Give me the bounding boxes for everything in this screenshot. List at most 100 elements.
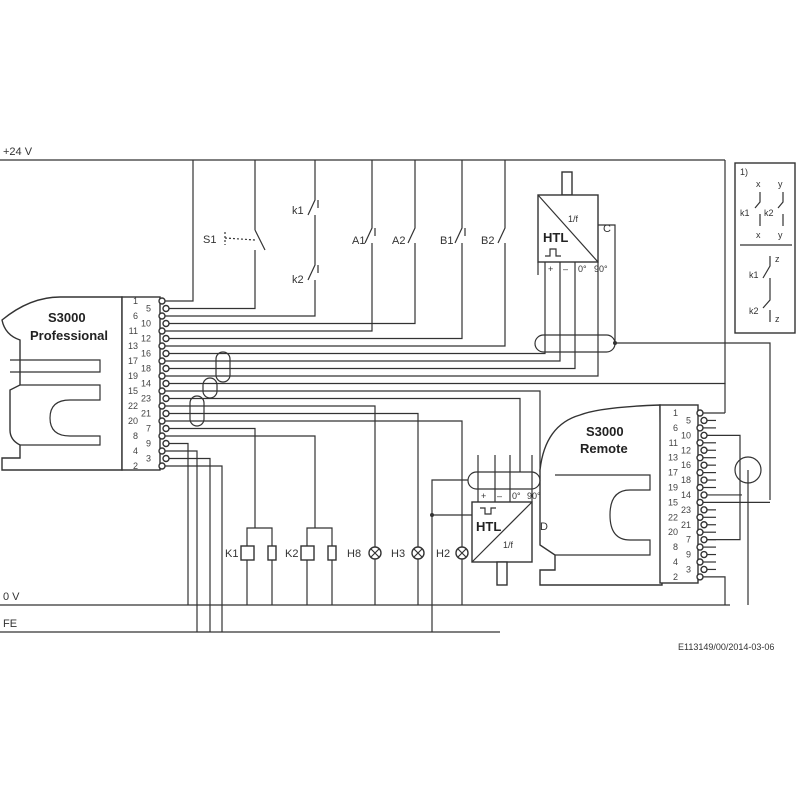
diagonal bbox=[471, 501, 533, 563]
terminal-pin[interactable] bbox=[700, 506, 708, 514]
wire bbox=[707, 434, 741, 541]
terminal-pin[interactable] bbox=[162, 439, 170, 448]
pin-label: 7 bbox=[686, 535, 691, 545]
terminal-strip bbox=[121, 296, 161, 471]
legend-x: x bbox=[756, 179, 761, 189]
pin-label: 14 bbox=[141, 379, 151, 389]
pin-label: 22 bbox=[668, 512, 678, 522]
scanner-right-name: S3000 bbox=[586, 424, 624, 439]
terminal-pin[interactable] bbox=[696, 573, 704, 581]
wire bbox=[165, 350, 599, 377]
pin-label: 4 bbox=[673, 557, 678, 567]
terminal-pin[interactable] bbox=[696, 424, 704, 432]
label-a2: A2 bbox=[392, 235, 405, 247]
wire bbox=[165, 344, 506, 347]
pin-label: 2 bbox=[673, 572, 678, 582]
terminal-pin[interactable] bbox=[700, 431, 708, 440]
pin-label: 21 bbox=[681, 520, 691, 530]
terminal-pin[interactable] bbox=[696, 528, 704, 536]
wire bbox=[169, 350, 546, 355]
terminal-pin[interactable] bbox=[158, 462, 166, 470]
terminal-pin[interactable] bbox=[158, 312, 166, 320]
switch-a2 bbox=[407, 160, 416, 322]
label-s1: S1 bbox=[203, 234, 216, 246]
terminal-pin[interactable] bbox=[696, 439, 704, 447]
legend-z2: z bbox=[775, 314, 780, 324]
terminal-pin[interactable] bbox=[158, 387, 166, 395]
label-b1: B1 bbox=[440, 235, 453, 247]
terminal-pin[interactable] bbox=[158, 357, 166, 365]
terminal-pin[interactable] bbox=[700, 550, 708, 559]
label-h8: H8 bbox=[347, 548, 361, 560]
terminal-pin[interactable] bbox=[700, 491, 708, 499]
pin-label: 13 bbox=[668, 453, 678, 463]
terminal-pin[interactable] bbox=[162, 349, 170, 358]
terminal-plus: + bbox=[481, 491, 486, 501]
document-id: E113149/00/2014-03-06 bbox=[678, 642, 774, 652]
terminal-pin[interactable] bbox=[700, 565, 708, 574]
relay-coil-k1 bbox=[240, 545, 255, 561]
pin-label: 15 bbox=[128, 386, 138, 396]
terminal-pin[interactable] bbox=[158, 417, 166, 425]
terminal-pin[interactable] bbox=[162, 424, 170, 433]
label-h3: H3 bbox=[391, 548, 405, 560]
terminal-pin[interactable] bbox=[162, 409, 170, 418]
wire bbox=[165, 315, 316, 317]
switch-s1-actuator bbox=[224, 232, 256, 245]
terminal-pin[interactable] bbox=[696, 543, 704, 551]
legend-k2: k2 bbox=[764, 208, 774, 218]
switch-k1-k2 bbox=[307, 160, 319, 315]
label-k2: k2 bbox=[292, 274, 304, 286]
terminal-pin[interactable] bbox=[162, 454, 170, 463]
relay-wiring bbox=[246, 527, 333, 605]
switch-a1 bbox=[364, 160, 376, 329]
terminal-pin[interactable] bbox=[696, 468, 704, 477]
terminal-pin[interactable] bbox=[700, 461, 708, 469]
pin-label: 3 bbox=[686, 564, 691, 574]
terminal-pin[interactable] bbox=[158, 402, 166, 410]
terminal-pin[interactable] bbox=[696, 558, 704, 566]
terminal-pin[interactable] bbox=[696, 454, 704, 462]
pin-label: 16 bbox=[141, 349, 151, 359]
encoder-c-terminals bbox=[537, 262, 599, 350]
terminal-pin[interactable] bbox=[162, 394, 170, 403]
scanner-front bbox=[10, 359, 101, 373]
terminal-pin[interactable] bbox=[700, 521, 708, 529]
terminal-pin[interactable] bbox=[162, 334, 170, 343]
pin-label: 5 bbox=[146, 304, 151, 314]
terminal-pin[interactable] bbox=[158, 372, 166, 380]
terminal-pin[interactable] bbox=[696, 513, 704, 521]
terminal-pin[interactable] bbox=[700, 535, 708, 544]
terminal-pin[interactable] bbox=[162, 319, 170, 328]
legend-k2b: k2 bbox=[749, 306, 759, 316]
pin-label: 19 bbox=[668, 483, 678, 493]
switch-b2 bbox=[497, 160, 506, 344]
terminal-pin[interactable] bbox=[700, 476, 708, 484]
terminal-pin[interactable] bbox=[158, 342, 166, 350]
terminal-pin[interactable] bbox=[696, 483, 704, 492]
terminal-pin[interactable] bbox=[700, 446, 708, 454]
pin-label: 15 bbox=[668, 497, 678, 507]
terminal-pin[interactable] bbox=[700, 416, 708, 425]
terminal-pin[interactable] bbox=[162, 304, 170, 313]
terminal-pin[interactable] bbox=[696, 498, 704, 507]
pin-label: 20 bbox=[668, 527, 678, 537]
wire bbox=[165, 390, 541, 472]
terminal-pin[interactable] bbox=[162, 364, 170, 373]
pin-label: 6 bbox=[673, 423, 678, 433]
encoder-c-freq: 1/f bbox=[568, 214, 579, 224]
terminal-pin[interactable] bbox=[158, 447, 166, 455]
wire bbox=[165, 350, 561, 362]
wire bbox=[169, 350, 576, 370]
terminal-pin[interactable] bbox=[696, 409, 704, 417]
pin-label: 3 bbox=[146, 454, 151, 464]
relay-coil-k2 bbox=[300, 545, 315, 561]
terminal-pin[interactable] bbox=[158, 432, 166, 440]
terminal-pin[interactable] bbox=[158, 297, 166, 305]
terminal-pin[interactable] bbox=[162, 379, 170, 388]
varistor-k2 bbox=[327, 545, 337, 561]
scanner-left-model: Professional bbox=[30, 328, 108, 343]
terminal-pin[interactable] bbox=[158, 327, 166, 335]
